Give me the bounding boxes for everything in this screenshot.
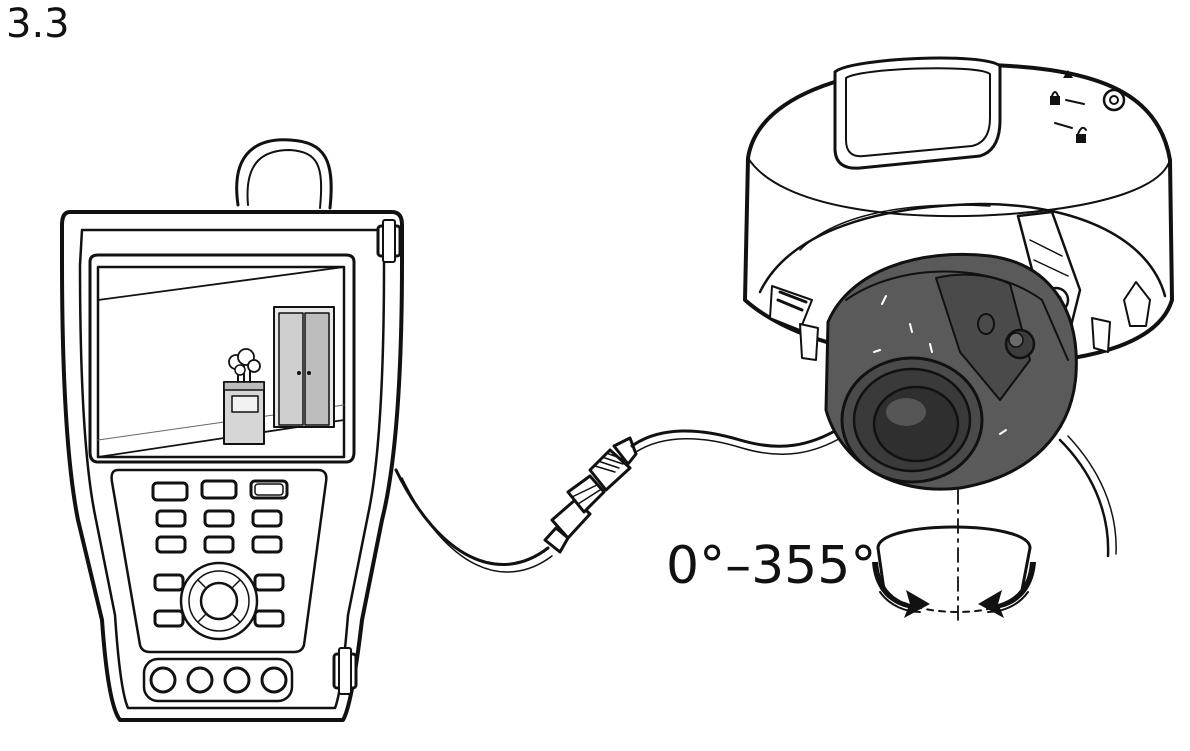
rotation-arrows-icon — [872, 489, 1036, 621]
dome-camera-icon — [743, 56, 1174, 558]
cctv-tester-device-icon — [60, 138, 404, 722]
bnc-cable-icon — [394, 426, 845, 573]
rotation-angle-label: 0°–355° — [666, 536, 877, 596]
step-number: 3.3 — [6, 1, 70, 47]
